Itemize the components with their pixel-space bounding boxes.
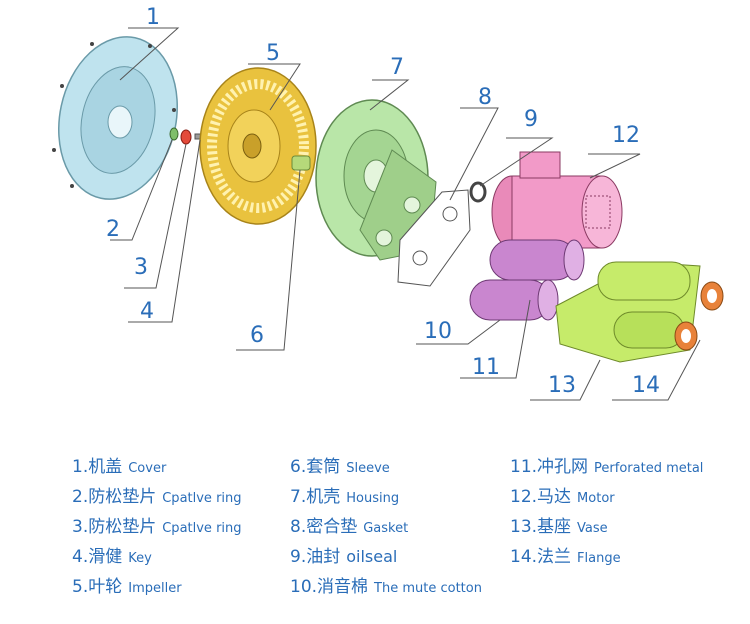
captive-ring-3 — [180, 129, 192, 145]
leader-lines — [110, 27, 701, 401]
motor-part — [491, 151, 623, 249]
callout-14: 14 — [632, 373, 660, 398]
callout-3: 3 — [134, 255, 148, 280]
callout-8: 8 — [478, 85, 492, 110]
callout-11: 11 — [472, 355, 500, 380]
flange-part — [674, 281, 724, 351]
cover-part — [52, 36, 178, 200]
sleeve-part — [291, 155, 311, 171]
base-part — [555, 261, 701, 363]
callout-5: 5 — [266, 41, 280, 66]
callout-2: 2 — [106, 217, 120, 242]
perforated-metal-part — [489, 239, 585, 281]
callout-1: 1 — [146, 5, 160, 30]
mute-cotton-part — [469, 279, 559, 321]
callout-6: 6 — [250, 323, 264, 348]
callout-13: 13 — [548, 373, 576, 398]
callout-10: 10 — [424, 319, 452, 344]
callout-9: 9 — [524, 107, 538, 132]
captive-ring-2 — [169, 127, 179, 141]
gasket-part — [397, 189, 471, 287]
callout-12: 12 — [612, 123, 640, 148]
callout-7: 7 — [390, 55, 404, 80]
oilseal-part — [469, 181, 487, 203]
exploded-diagram: 1 2 3 4 5 6 7 8 9 12 10 11 13 14 — [52, 5, 724, 401]
callout-4: 4 — [140, 299, 154, 324]
impeller-part — [199, 67, 317, 225]
